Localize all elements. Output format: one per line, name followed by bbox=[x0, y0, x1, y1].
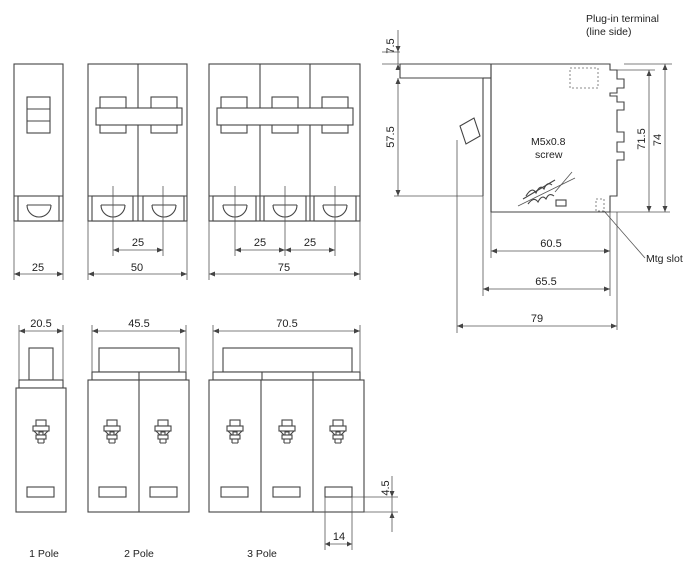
dim-width-2pole: 50 bbox=[131, 262, 143, 274]
side-dim-top: 7.5 bbox=[382, 30, 401, 70]
front-dim-pitch-2pole: 25 bbox=[112, 186, 164, 256]
dim-bottom-width-3pole: 70.5 bbox=[276, 318, 297, 330]
label-3pole: 3 Pole bbox=[247, 548, 277, 560]
front-view-1pole bbox=[13, 63, 64, 222]
front-view-3pole bbox=[208, 63, 361, 222]
dim-slot-width: 14 bbox=[333, 531, 345, 543]
screw-icon bbox=[517, 177, 576, 207]
front-dim-pitch-3pole: 25 25 bbox=[234, 186, 336, 256]
front-dim-width-3pole: 75 bbox=[208, 221, 361, 280]
bottom-view-3pole bbox=[208, 347, 365, 513]
dim-width-3pole: 75 bbox=[278, 262, 290, 274]
mtg-slot-leader bbox=[603, 210, 646, 259]
bottom-dim-slot: 14 4.5 bbox=[324, 476, 398, 550]
front-dim-width-1pole: 25 bbox=[13, 221, 64, 280]
screw-label-line1: M5x0.8 bbox=[531, 136, 566, 148]
bottom-dim-width-1pole: 20.5 bbox=[18, 318, 64, 380]
dim-side-top: 7.5 bbox=[385, 38, 397, 53]
dim-depth-total: 79 bbox=[531, 313, 543, 325]
dim-pitch-3pole-a: 25 bbox=[254, 237, 266, 249]
dim-pitch-3pole-b: 25 bbox=[304, 237, 316, 249]
dim-slot-height: 4.5 bbox=[380, 480, 392, 495]
plug-in-terminal bbox=[569, 67, 599, 89]
dim-bottom-width-2pole: 45.5 bbox=[128, 318, 149, 330]
dim-side-body: 57.5 bbox=[385, 126, 397, 147]
label-2pole: 2 Pole bbox=[124, 548, 154, 560]
terminal-label-line2: (line side) bbox=[586, 26, 632, 38]
side-dim-body: 57.5 bbox=[385, 78, 483, 197]
dim-side-inner-height: 71.5 bbox=[636, 128, 648, 149]
mounting-slot bbox=[595, 198, 605, 212]
side-dim-height: 71.5 74 bbox=[610, 63, 672, 213]
screw-label-line2: screw bbox=[535, 149, 563, 161]
bottom-dim-width-3pole: 70.5 bbox=[212, 318, 361, 372]
label-1pole: 1 Pole bbox=[29, 548, 59, 560]
front-view-2pole bbox=[87, 63, 188, 222]
dim-bottom-width-1pole: 20.5 bbox=[30, 318, 51, 330]
front-dim-width-2pole: 50 bbox=[87, 221, 188, 280]
dim-depth-a: 60.5 bbox=[540, 238, 561, 250]
bottom-view-1pole bbox=[15, 347, 67, 513]
dim-pitch-2pole: 25 bbox=[132, 237, 144, 249]
mtg-slot-label: Mtg slot bbox=[646, 253, 683, 265]
bottom-dim-width-2pole: 45.5 bbox=[91, 318, 187, 372]
side-dim-depth: 60.5 65.5 79 bbox=[456, 140, 618, 333]
dim-width-1pole: 25 bbox=[32, 262, 44, 274]
dim-depth-b: 65.5 bbox=[535, 276, 556, 288]
terminal-label-line1: Plug-in terminal bbox=[586, 13, 659, 25]
dim-side-total-height: 74 bbox=[652, 134, 664, 146]
bottom-view-2pole bbox=[87, 347, 190, 513]
side-view-body bbox=[399, 63, 625, 213]
